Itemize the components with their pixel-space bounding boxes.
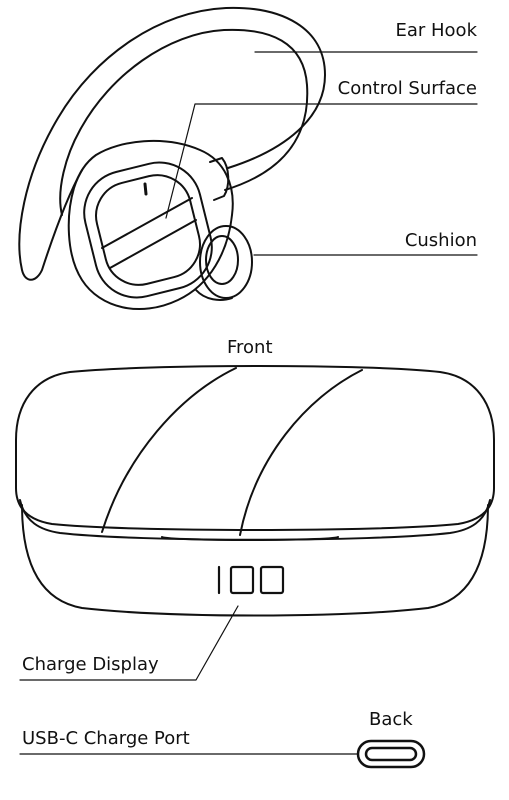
control-surface-leader xyxy=(165,103,478,219)
back-label: Back xyxy=(369,709,413,730)
digit-0-b xyxy=(259,565,285,595)
pad-stripe-lower xyxy=(109,219,197,269)
digit-0-a xyxy=(229,565,255,595)
case-lid xyxy=(15,365,495,531)
control-surface-pad xyxy=(95,174,201,286)
earbud-body xyxy=(67,140,234,311)
charge-display-label: Charge Display xyxy=(22,654,159,675)
lid-seam xyxy=(19,499,491,541)
ear-hook-inner xyxy=(59,28,309,216)
usb-c-port-label: USB-C Charge Port xyxy=(22,728,190,749)
ear-hook-outer xyxy=(18,6,326,281)
earbud xyxy=(18,6,326,311)
earbud-neck xyxy=(209,157,230,201)
display-readout: 100 xyxy=(214,562,284,596)
cushion-label: Cushion xyxy=(404,230,477,251)
cushion-rim xyxy=(195,289,233,301)
cushion-inner xyxy=(205,235,239,285)
case-body xyxy=(21,504,489,617)
lid-panel-left xyxy=(101,367,237,533)
lid-panel-mid xyxy=(239,369,363,536)
usb-c-port-outer xyxy=(356,739,426,769)
charging-case xyxy=(15,365,495,617)
indicator-dot xyxy=(143,182,148,196)
pad-stripe-upper xyxy=(101,197,193,249)
usb-c-port xyxy=(356,739,426,769)
charge-display-leader xyxy=(19,605,239,681)
case-notch xyxy=(161,536,339,541)
usb-c-port-inner xyxy=(364,746,418,762)
front-label: Front xyxy=(227,337,273,358)
control-surface-label: Control Surface xyxy=(337,78,477,99)
earbud-leaders xyxy=(165,51,478,256)
ear-hook-label: Ear Hook xyxy=(395,20,477,41)
cushion-outer xyxy=(199,225,253,299)
control-surface-ring xyxy=(83,161,213,299)
display-digits xyxy=(217,565,285,595)
